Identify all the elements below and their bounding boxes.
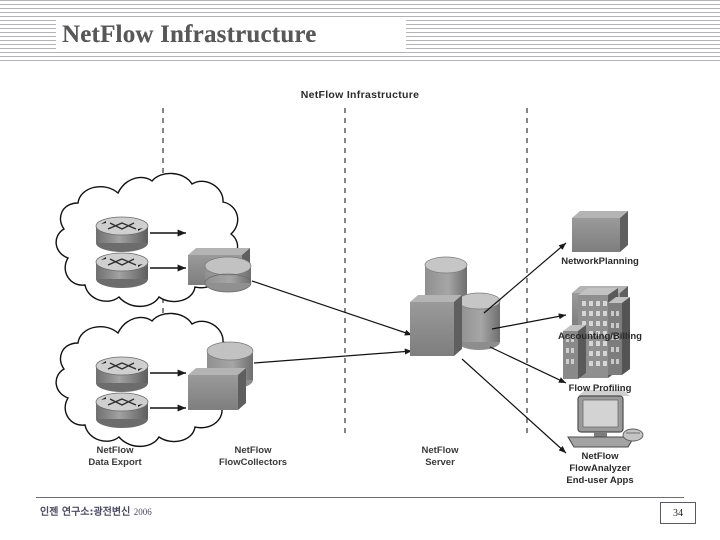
footer-credit-year: 2006 <box>133 507 152 517</box>
zone-label-flowcollectors: NetFlow FlowCollectors <box>193 445 313 469</box>
consumer-label-network-planning: NetworkPlanning <box>530 256 670 268</box>
zone-label-server-line2: Server <box>425 457 455 468</box>
page-number: 34 <box>673 507 683 519</box>
collector-to-server-links <box>251 280 413 364</box>
zone-label-flowcollectors-line2: FlowCollectors <box>218 457 288 468</box>
router-icon-lower-2 <box>95 392 149 428</box>
buildings-icon-flow-profiling <box>563 288 630 379</box>
diagram-graphics <box>55 108 644 454</box>
consumer-label-end-user-apps-line2: FlowAnalyzer <box>569 463 631 474</box>
zone-label-data-export-line1: NetFlow <box>96 445 134 456</box>
page-title: NetFlow Infrastructure <box>62 21 317 48</box>
zone-label-server: NetFlow Server <box>385 445 495 469</box>
consumer-label-end-user-apps-line1: NetFlow <box>581 451 619 462</box>
page-number-box: 34 <box>660 502 696 524</box>
export-arrows-lower <box>150 369 186 412</box>
consumer-label-accounting-billing: Accounting/Billing <box>530 331 670 343</box>
router-icon-lower-1 <box>95 356 149 392</box>
consumer-label-flow-profiling-line1: Flow Profiling <box>568 383 632 394</box>
footer-divider <box>36 497 684 498</box>
diagram-title: NetFlow Infrastructure <box>300 89 420 101</box>
zone-label-data-export-line2: Data Export <box>88 457 142 468</box>
server-to-consumer-links <box>461 242 567 454</box>
consumer-label-network-planning-line1: NetworkPlanning <box>561 256 639 267</box>
server-box-cylinders-icon <box>410 256 501 356</box>
zone-label-flowcollectors-line1: NetFlow <box>234 445 272 456</box>
workstation-icon-end-user-apps <box>567 390 644 448</box>
netflow-infrastructure-diagram: NetFlow Infrastructure <box>0 63 720 488</box>
header-title-backdrop <box>56 18 406 52</box>
export-arrows-upper <box>150 229 186 272</box>
zone-label-server-line1: NetFlow <box>421 445 459 456</box>
footer-credit: 인젠 연구소:광전변신 2006 <box>40 503 152 518</box>
consumer-label-flow-profiling: Flow Profiling <box>530 383 670 395</box>
zone-label-data-export: NetFlow Data Export <box>60 445 170 469</box>
footer-credit-text: 인젠 연구소:광전변신 <box>40 507 131 518</box>
collector-box-db-icon-lower <box>188 341 254 410</box>
consumer-label-end-user-apps-line3: End-user Apps <box>566 475 634 486</box>
collector-box-db-icon-upper <box>188 248 252 293</box>
router-icon-upper-1 <box>95 216 149 252</box>
consumer-label-accounting-billing-line1: Accounting/Billing <box>558 331 642 342</box>
consumer-label-end-user-apps: NetFlow FlowAnalyzer End-user Apps <box>530 451 670 487</box>
router-icon-upper-2 <box>95 252 149 288</box>
server-box-icon-network-planning <box>572 211 628 252</box>
